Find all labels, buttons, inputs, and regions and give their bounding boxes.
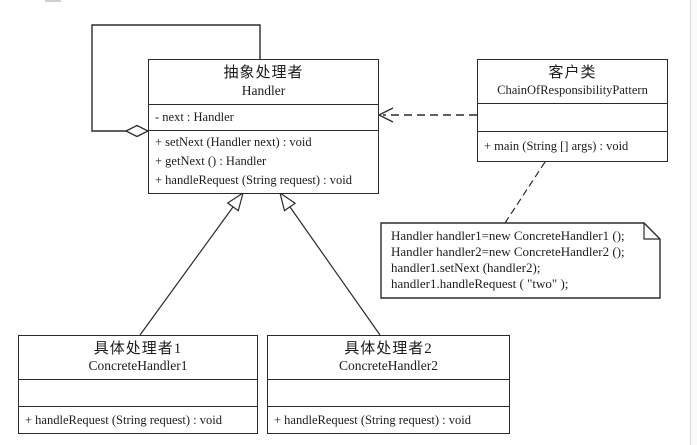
generalization-arrow-2: [279, 191, 381, 336]
method-row: + handleRequest (String request) : void: [25, 412, 222, 427]
class-client-title: 客户类 ChainOfResponsibilityPattern: [478, 60, 667, 103]
method-row: + main (String [] args) : void: [484, 139, 629, 153]
class-concrete-handler-2-attributes-empty: [268, 379, 509, 406]
class-concrete-handler-1-methods: + handleRequest (String request) : void: [19, 406, 257, 433]
class-handler-title: 抽象处理者 Handler: [149, 60, 378, 104]
dependency-arrow: [377, 107, 477, 123]
class-handler: 抽象处理者 Handler - next : Handler + setNext…: [148, 59, 379, 194]
class-concrete-handler-2-name-cn: 具体处理者2: [344, 340, 433, 357]
code-line: handler1.setNext (handler2);: [391, 260, 541, 275]
class-concrete-handler-2-title: 具体处理者2 ConcreteHandler2: [268, 336, 509, 379]
class-client-name-en: ChainOfResponsibilityPattern: [497, 83, 648, 98]
hollow-triangle-icon: [279, 191, 297, 212]
class-client-attributes-empty: [478, 103, 667, 131]
class-handler-name-en: Handler: [241, 82, 286, 98]
note-shape: [380, 222, 661, 299]
hollow-triangle-icon: [226, 191, 244, 212]
code-line: handler1.handleRequest ( "two" );: [391, 276, 569, 291]
class-client: 客户类 ChainOfResponsibilityPattern + main …: [477, 59, 668, 162]
class-handler-methods: + setNext (Handler next) : void + getNex…: [149, 130, 378, 193]
scan-artifact: [45, 0, 61, 2]
class-concrete-handler-2-name-en: ConcreteHandler2: [339, 358, 438, 374]
class-handler-attributes: - next : Handler: [149, 104, 378, 130]
method-row: + handleRequest (String request) : void: [274, 412, 471, 427]
class-concrete-handler-1-name-en: ConcreteHandler1: [88, 358, 188, 374]
code-line: Handler handler1=new ConcreteHandler1 ()…: [391, 228, 625, 243]
class-concrete-handler-2-methods: + handleRequest (String request) : void: [268, 406, 509, 433]
method-row: + handleRequest (String request) : void: [155, 173, 352, 187]
class-client-methods: + main (String [] args) : void: [478, 131, 667, 161]
class-concrete-handler-1-name-cn: 具体处理者1: [93, 340, 183, 357]
class-client-name-cn: 客户类: [548, 65, 597, 82]
code-line: Handler handler2=new ConcreteHandler2 ()…: [391, 244, 625, 259]
note-anchor-line: [504, 161, 546, 224]
class-handler-name-cn: 抽象处理者: [223, 65, 304, 82]
generalization-arrow-1: [139, 191, 244, 336]
code-note: Handler handler1=new ConcreteHandler1 ()…: [381, 223, 660, 298]
note-dogear-icon: [643, 223, 660, 240]
open-arrowhead-icon: [377, 107, 394, 123]
attribute-row: - next : Handler: [155, 110, 234, 124]
page-edge-strip: [690, 0, 697, 445]
class-concrete-handler-2: 具体处理者2 ConcreteHandler2 + handleRequest …: [267, 335, 510, 434]
class-concrete-handler-1-attributes-empty: [19, 379, 257, 406]
aggregation-diamond-icon: [124, 124, 150, 138]
method-row: + getNext () : Handler: [155, 154, 267, 168]
class-concrete-handler-1-title: 具体处理者1 ConcreteHandler1: [19, 336, 257, 379]
method-row: + setNext (Handler next) : void: [155, 135, 312, 149]
class-concrete-handler-1: 具体处理者1 ConcreteHandler1 + handleRequest …: [18, 335, 258, 434]
